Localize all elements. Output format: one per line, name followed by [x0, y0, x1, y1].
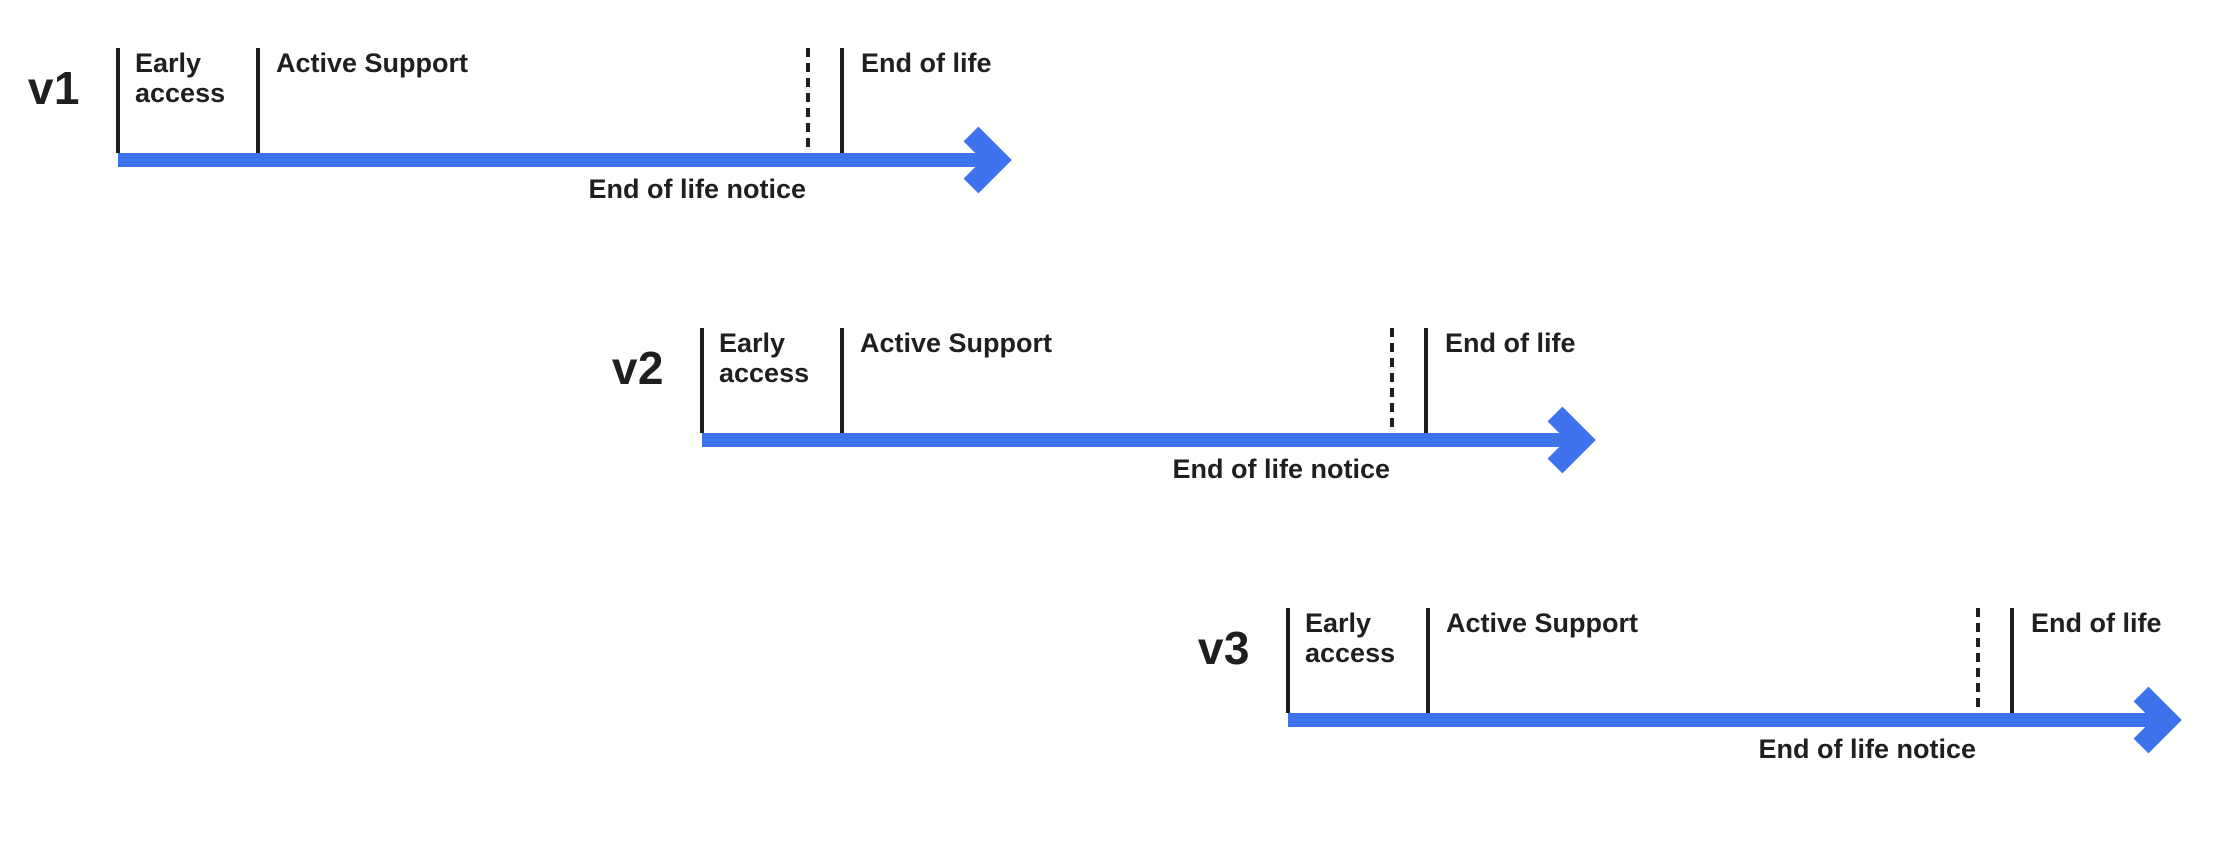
phase-label-end-of-life-notice: End of life notice	[1172, 454, 1390, 484]
timeline-arrow-icon	[118, 126, 1012, 194]
eol-notice-dashed-tick	[1390, 328, 1394, 431]
timeline-v1: v1 Early access Active Support End of li…	[28, 48, 1118, 298]
active-support-start-tick	[1426, 608, 1430, 713]
active-support-start-tick	[256, 48, 260, 153]
phase-label-early-access: Early access	[135, 48, 226, 108]
eol-notice-dashed-tick	[806, 48, 810, 151]
phase-label-end-of-life: End of life	[2031, 608, 2162, 638]
phase-label-early-access: Early access	[1305, 608, 1396, 668]
phase-label-end-of-life: End of life	[861, 48, 992, 78]
phase-label-end-of-life-notice: End of life notice	[1758, 734, 1976, 764]
eol-notice-dashed-tick	[1976, 608, 1980, 711]
version-label: v3	[1197, 622, 1250, 674]
timeline-v2: v2 Early access Active Support End of li…	[612, 328, 1702, 578]
active-support-start-tick	[840, 328, 844, 433]
timeline-arrow-icon	[1288, 686, 2182, 754]
phase-label-early-access: Early access	[719, 328, 810, 388]
end-of-life-tick	[1424, 328, 1428, 433]
phase-label-end-of-life: End of life	[1445, 328, 1576, 358]
early-access-start-tick	[1286, 608, 1290, 713]
timeline-arrow-icon	[702, 406, 1596, 474]
phase-label-active-support: Active Support	[860, 328, 1053, 358]
early-access-start-tick	[700, 328, 704, 433]
version-label: v1	[27, 62, 80, 114]
phase-label-end-of-life-notice: End of life notice	[588, 174, 806, 204]
phase-label-active-support: Active Support	[1446, 608, 1639, 638]
end-of-life-tick	[840, 48, 844, 153]
end-of-life-tick	[2010, 608, 2014, 713]
version-label: v2	[611, 342, 664, 394]
phase-label-active-support: Active Support	[276, 48, 469, 78]
early-access-start-tick	[116, 48, 120, 153]
version-lifecycle-diagram: v1 Early access Active Support End of li…	[27, 48, 2182, 764]
timeline-v3: v3 Early access Active Support End of li…	[1198, 608, 2228, 858]
